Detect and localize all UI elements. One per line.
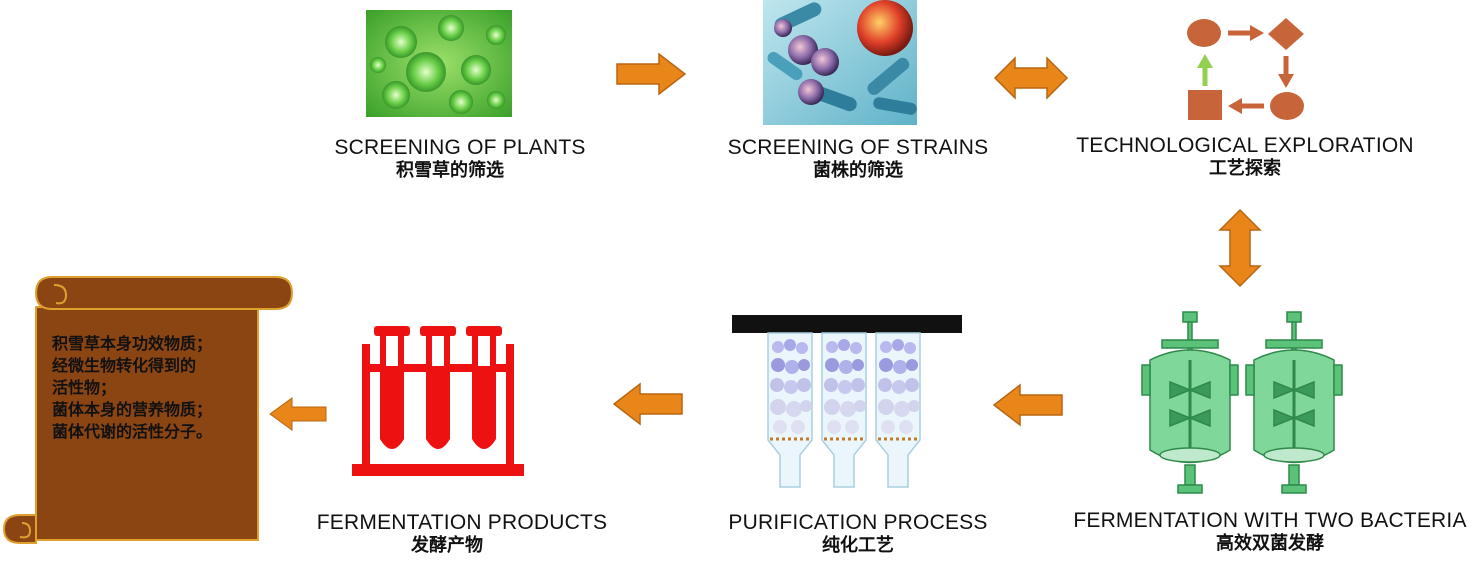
bioreactor-icon bbox=[1141, 310, 1344, 495]
scroll-line: 菌体代谢的活性分子。 bbox=[52, 422, 213, 441]
step-plants-label: SCREENING OF PLANTS 积雪草的筛选 bbox=[310, 136, 610, 182]
step-purify-zh: 纯化工艺 bbox=[822, 535, 894, 556]
test-tube-rack-icon bbox=[352, 326, 524, 476]
step-products-zh: 发酵产物 bbox=[411, 535, 483, 556]
arrow-left-icon bbox=[612, 382, 683, 426]
step-plants-zh: 积雪草的筛选 bbox=[396, 160, 504, 181]
scroll-text-block: 积雪草本身功效物质； 经微生物转化得到的 活性物； 菌体本身的营养物质； 菌体代… bbox=[52, 333, 267, 443]
arrow-right-icon bbox=[616, 52, 687, 96]
step-ferment-en: FERMENTATION WITH TWO BACTERIA bbox=[1073, 509, 1467, 532]
step-purify-label: PURIFICATION PROCESS 纯化工艺 bbox=[708, 511, 1008, 557]
scroll-line: 经微生物转化得到的 bbox=[52, 356, 197, 375]
step-tech-label: TECHNOLOGICAL EXPLORATION 工艺探索 bbox=[1060, 134, 1430, 180]
arrow-left-small-icon bbox=[269, 397, 327, 431]
step-strains-en: SCREENING OF STRAINS bbox=[727, 136, 989, 159]
step-strains-zh: 菌株的筛选 bbox=[813, 160, 903, 181]
plant-photo-icon bbox=[366, 10, 512, 117]
step-tech-en: TECHNOLOGICAL EXPLORATION bbox=[1076, 134, 1414, 157]
scroll-line: 积雪草本身功效物质； bbox=[52, 334, 213, 353]
step-tech-zh: 工艺探索 bbox=[1209, 158, 1281, 179]
step-products-label: FERMENTATION PRODUCTS 发酵产物 bbox=[300, 511, 624, 557]
step-plants-en: SCREENING OF PLANTS bbox=[334, 136, 586, 159]
bacteria-photo-icon bbox=[763, 0, 917, 125]
step-ferment-label: FERMENTATION WITH TWO BACTERIA 高效双菌发酵 bbox=[1066, 509, 1474, 555]
arrow-left-icon bbox=[992, 383, 1063, 427]
scroll-line: 菌体本身的营养物质； bbox=[52, 400, 213, 419]
scroll-line: 活性物； bbox=[52, 378, 117, 397]
step-purify-en: PURIFICATION PROCESS bbox=[728, 511, 988, 534]
purification-column-icon bbox=[732, 315, 962, 489]
step-ferment-zh: 高效双菌发酵 bbox=[1216, 533, 1324, 554]
step-products-en: FERMENTATION PRODUCTS bbox=[316, 511, 608, 534]
step-strains-label: SCREENING OF STRAINS 菌株的筛选 bbox=[708, 136, 1008, 182]
process-flow-icon bbox=[1187, 18, 1304, 120]
scroll-icon bbox=[2, 276, 294, 544]
arrow-double-horizontal-icon bbox=[993, 56, 1069, 100]
arrow-double-vertical-icon bbox=[1218, 208, 1262, 288]
